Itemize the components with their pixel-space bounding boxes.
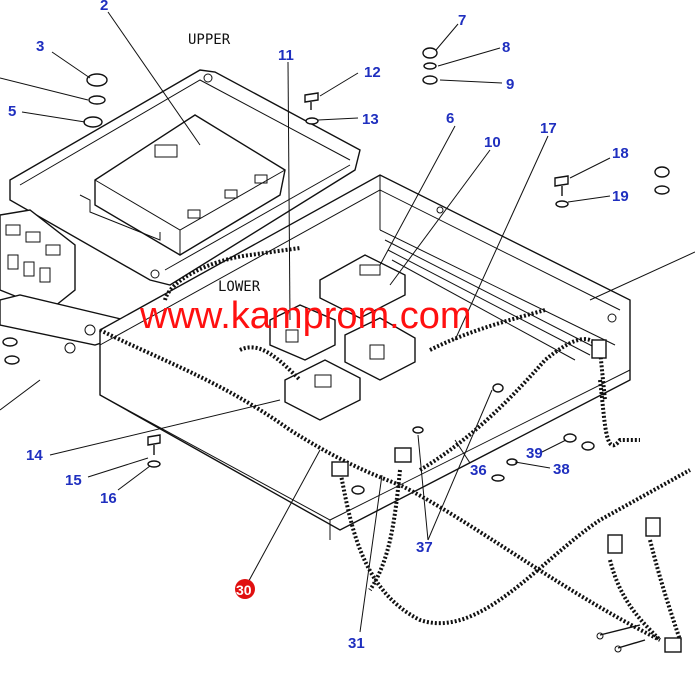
callout-6[interactable]: 6 <box>446 110 454 127</box>
relay-block-left <box>269 304 336 361</box>
upper-controller-unit <box>79 114 286 256</box>
callout-30: 30 <box>236 582 252 598</box>
callout-9[interactable]: 9 <box>506 76 514 93</box>
callout-39[interactable]: 39 <box>526 445 543 462</box>
relay-block-center <box>344 317 416 381</box>
harness-connectors <box>331 339 682 653</box>
callout-10[interactable]: 10 <box>484 134 501 151</box>
callout-15[interactable]: 15 <box>65 472 82 489</box>
callout-leaders <box>0 11 695 633</box>
upper-section-label: UPPER <box>188 32 231 48</box>
wire-harness <box>99 246 691 642</box>
callout-7[interactable]: 7 <box>458 12 466 29</box>
callout-8[interactable]: 8 <box>502 39 510 56</box>
callout-12[interactable]: 12 <box>364 64 381 81</box>
callout-17[interactable]: 17 <box>540 120 557 137</box>
lower-section-label: LOWER <box>218 279 261 295</box>
relay-block-lower <box>284 359 361 421</box>
callout-19[interactable]: 19 <box>612 188 629 205</box>
callout-37[interactable]: 37 <box>416 539 433 556</box>
relay-block-upper <box>319 254 406 319</box>
callout-14[interactable]: 14 <box>26 447 43 464</box>
watermark-text: www.kamprom.com <box>139 295 472 337</box>
callout-31[interactable]: 31 <box>348 635 365 652</box>
callout-30-badge[interactable]: 30 <box>235 579 255 599</box>
callout-38[interactable]: 38 <box>553 461 570 478</box>
callout-36[interactable]: 36 <box>470 462 487 479</box>
hardware-parts <box>2 47 670 653</box>
callout-3[interactable]: 3 <box>36 38 44 55</box>
callout-11[interactable]: 11 <box>278 47 294 64</box>
callout-13[interactable]: 13 <box>362 111 379 128</box>
callout-2[interactable]: 2 <box>100 0 108 14</box>
callout-16[interactable]: 16 <box>100 490 117 507</box>
callout-18[interactable]: 18 <box>612 145 629 162</box>
callout-5[interactable]: 5 <box>8 103 16 120</box>
